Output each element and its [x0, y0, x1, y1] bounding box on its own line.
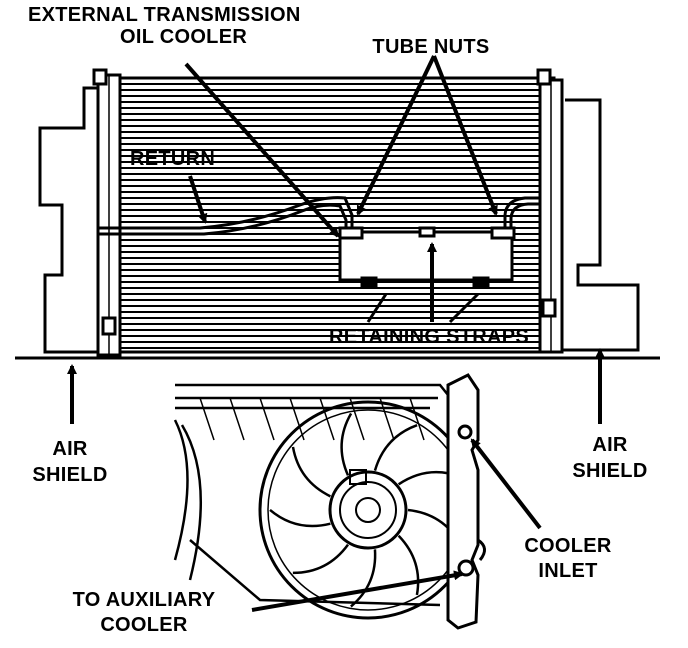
- label-air-shield-left-line1: AIR: [52, 438, 88, 460]
- label-to-aux-cooler: TO AUXILIARY COOLER: [44, 588, 244, 638]
- label-oil-cooler: EXTERNAL TRANSMISSION OIL COOLER: [28, 4, 368, 48]
- label-tube-nuts: TUBE NUTS: [372, 36, 490, 58]
- left-tank: [92, 68, 122, 357]
- cooling-fan: [258, 400, 478, 620]
- label-cooler-inlet-line2: INLET: [538, 560, 598, 582]
- right-air-shield: [560, 98, 640, 352]
- label-oil-cooler-line1: EXTERNAL TRANSMISSION: [28, 4, 301, 26]
- label-air-shield-right-line2: SHIELD: [572, 460, 648, 482]
- return-tube: [98, 196, 354, 236]
- condenser-core: [116, 76, 556, 354]
- oil-cooler: [338, 226, 516, 288]
- left-air-shield: [38, 86, 102, 354]
- label-to-aux-cooler-line1: TO AUXILIARY: [72, 589, 216, 611]
- lower-side-tank: [446, 373, 486, 630]
- label-to-aux-cooler-line2: COOLER: [100, 614, 188, 636]
- right-tank: [536, 68, 564, 354]
- right-tube: [503, 196, 540, 232]
- label-retaining-straps: RETAINING STRAPS: [329, 326, 529, 348]
- label-oil-cooler-line2: OIL COOLER: [120, 26, 248, 48]
- label-cooler-inlet-line1: COOLER: [524, 535, 612, 557]
- label-cooler-inlet: COOLER INLET: [508, 534, 628, 584]
- label-air-shield-left-line2: SHIELD: [32, 464, 108, 486]
- leader-lines: [67, 55, 605, 612]
- label-air-shield-left: AIR SHIELD: [20, 436, 120, 488]
- label-air-shield-right: AIR SHIELD: [560, 432, 660, 484]
- label-air-shield-right-line1: AIR: [592, 434, 628, 456]
- label-return: RETURN: [130, 148, 216, 170]
